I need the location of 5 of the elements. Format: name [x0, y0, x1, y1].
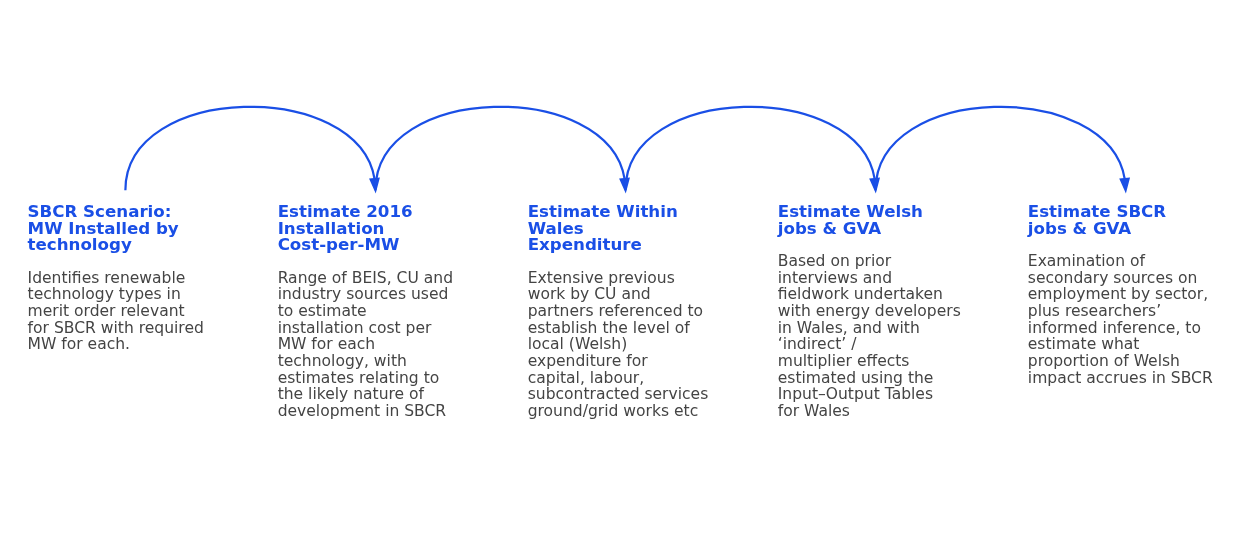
- node-text: Estimate Welsh jobs & GVA Based on prior interviews and fieldwork undertaken with energy developers in Wales, and with ‘indirect’ / multiplier effects estimated using the Input–Output Tables for Wales: [777, 201, 961, 420]
- node-text: Estimate Within Wales Expenditure Extensive previous work by CU and partners referenced to establish the level of local (Welsh) expenditure for capital, labour, subcontracted services ground/grid works etc: [527, 201, 709, 420]
- node-text: Estimate 2016 Installation Cost-per-MW Range of BEIS, CU and industry sources used to estimate installation cost per MW for each technology, with estimates relating to the likely nature of development in SBCR: [277, 201, 454, 420]
- node-text: Estimate SBCR jobs & GVA Examination of secondary sources on employment by sector, plus researchers’ informed inference, to estimate what proportion of Welsh impact accrues in SBCR: [1027, 201, 1213, 387]
- node-text: SBCR Scenario: MW Installed by technology Identifies renewable technology types in merit order relevant for SBCR with required MW for each.: [27, 201, 204, 354]
